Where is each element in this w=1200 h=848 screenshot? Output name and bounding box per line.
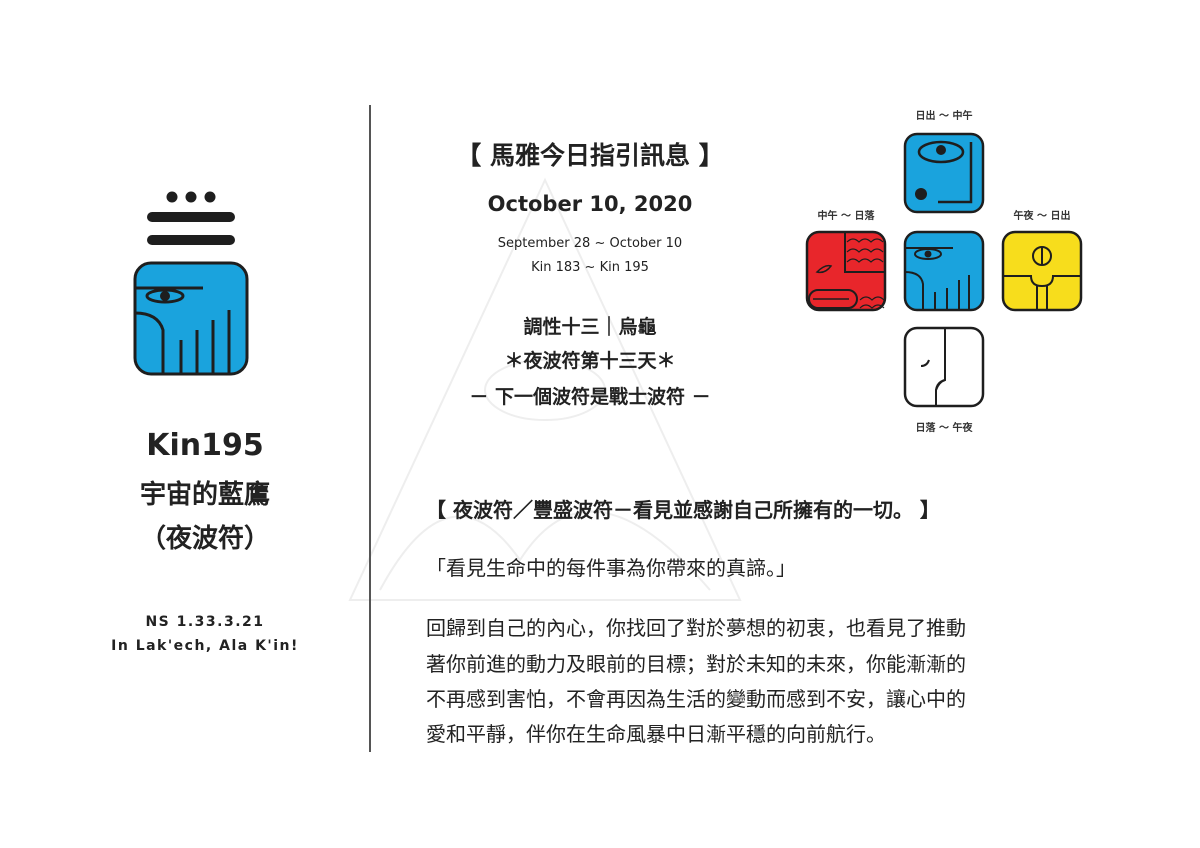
divider	[369, 105, 371, 752]
antipode-glyph-red-serpent	[805, 230, 887, 312]
wavespell-day: ＊夜波符第十三天＊	[504, 350, 676, 372]
oracle-label-top: 日出 ～ 中午	[915, 111, 973, 122]
kin-range: Kin 183 ~ Kin 195	[531, 260, 649, 275]
next-wavespell: － 下一個波符是戰士波符 －	[469, 386, 711, 408]
watermark-triangle	[348, 177, 742, 601]
oracle-label-left: 中午 ～ 日落	[817, 211, 875, 222]
kin-glyph-blue-eagle	[133, 191, 249, 376]
oracle-label-bottom: 日落 ～ 午夜	[915, 423, 973, 434]
analog-glyph-yellow-human	[1001, 230, 1083, 312]
wavespell-name: （夜波符）	[139, 524, 270, 554]
greeting: In Lak'ech, Ala K'in!	[111, 638, 299, 654]
kin-number: Kin195	[146, 428, 264, 463]
kin-name: 宇宙的藍鷹	[139, 480, 270, 510]
occult-glyph-white-wind	[903, 326, 985, 408]
tone: 調性十三｜烏龜	[523, 316, 657, 338]
oracle-label-right: 午夜 ～ 日出	[1013, 211, 1071, 222]
ns-date: NS 1.33.3.21	[145, 614, 265, 630]
message-heading: 【 夜波符／豐盛波符－看見並感謝自己所擁有的一切。 】	[426, 498, 940, 522]
message-quote: 「看見生命中的每件事為你帶來的真諦。」	[426, 556, 796, 580]
page-title: 【 馬雅今日指引訊息 】	[456, 141, 724, 170]
guide-glyph-blue-storm	[903, 132, 985, 214]
message-line: 愛和平靜，伴你在生命風暴中日漸平穩的向前航行。	[426, 722, 886, 746]
message-line: 不再感到害怕，不會再因為生活的變動而感到不安，讓心中的	[426, 687, 966, 711]
destiny-glyph-blue-eagle	[903, 230, 985, 312]
message-line: 著你前進的動力及眼前的目標；對於未知的未來，你能漸漸的	[426, 652, 966, 676]
date: October 10, 2020	[487, 192, 693, 216]
wavespell-range: September 28 ~ October 10	[497, 236, 683, 251]
message-line: 回歸到自己的內心，你找回了對於夢想的初衷，也看見了推動	[426, 616, 966, 640]
